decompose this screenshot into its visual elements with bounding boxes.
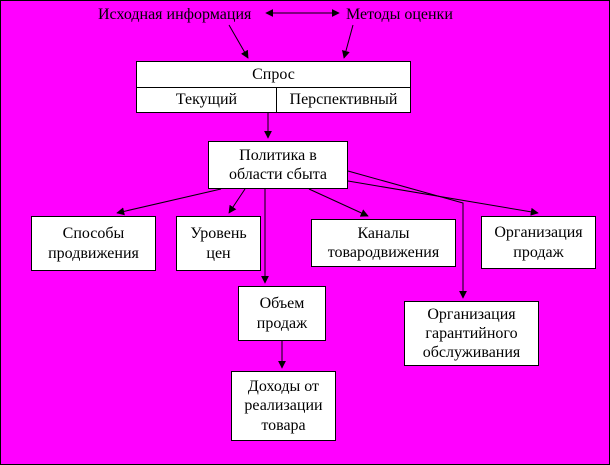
connector-source-to-demand — [228, 24, 249, 59]
demand-current-cell: Текущий — [137, 88, 277, 112]
label-source-information: Исходная информация — [98, 6, 252, 23]
node-price-level: Уровень цен — [176, 216, 261, 271]
connector-policy-to-warranty — [347, 170, 467, 299]
label-evaluation-methods: Методы оценки — [346, 6, 453, 23]
node-distribution-channels: Каналы товародвижения — [311, 219, 456, 267]
node-sales-income: Доходы от реализации товара — [231, 371, 336, 441]
connector-methods-to-demand — [342, 24, 354, 59]
node-demand: Спрос Текущий Перспективный — [136, 61, 411, 113]
node-warranty-service-organization: Организация гарантийного обслуживания — [404, 301, 539, 366]
connector-policy-to-channels — [308, 188, 369, 217]
node-sales-volume: Объем продаж — [238, 286, 326, 341]
demand-subdivision: Текущий Перспективный — [137, 88, 410, 112]
node-sales-organization: Организация продаж — [481, 216, 596, 269]
node-promotion-methods: Способы продвижения — [31, 216, 156, 271]
node-sales-policy: Политика в области сбыта — [208, 141, 348, 189]
connector-policy-to-price-level — [228, 188, 246, 214]
demand-perspective-cell: Перспективный — [289, 91, 398, 109]
demand-title: Спрос — [137, 62, 410, 88]
connector-policy-to-promotion — [116, 188, 222, 216]
